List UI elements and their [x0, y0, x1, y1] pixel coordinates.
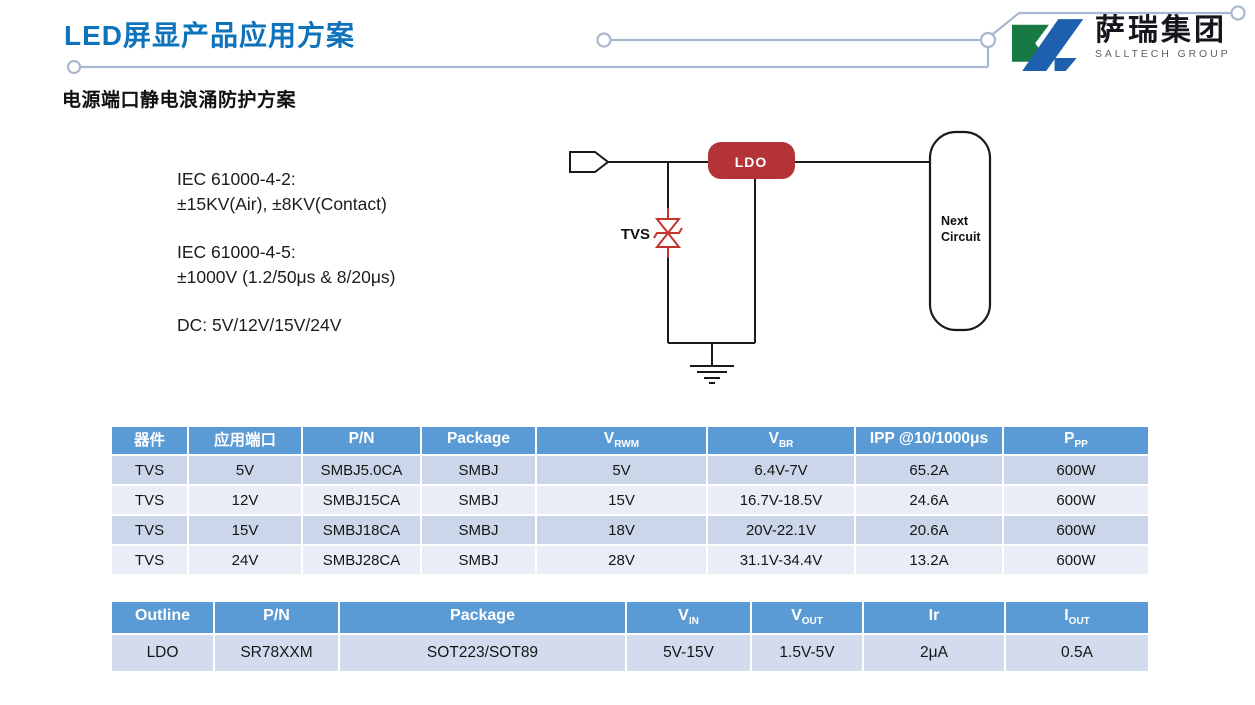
table-row: TVS 12V SMBJ15CA SMBJ 15V 16.7V-18.5V 24… — [110, 484, 1150, 516]
cell: SMBJ — [420, 484, 537, 516]
cell: 13.2A — [854, 544, 1004, 576]
cell: SOT223/SOT89 — [338, 633, 627, 673]
ldo-label: LDO — [735, 154, 768, 170]
cell: 600W — [1002, 484, 1150, 516]
next-circuit-label-line1: Next — [941, 214, 969, 228]
surge-standard-title: IEC 61000-4-5: — [177, 242, 296, 262]
cell: 5V — [187, 454, 303, 486]
cell: SMBJ15CA — [301, 484, 422, 516]
logo-company-name-en: SALLTECH GROUP — [1095, 48, 1231, 60]
cell: SR78XXM — [213, 633, 340, 673]
col-header-device: 器件 — [110, 425, 189, 456]
cell: 6.4V-7V — [706, 454, 856, 486]
cell: SMBJ18CA — [301, 514, 422, 546]
table-row: LDO SR78XXM SOT223/SOT89 5V-15V 1.5V-5V … — [110, 633, 1150, 673]
cell: SMBJ — [420, 544, 537, 576]
surge-standard-value: ±1000V (1.2/50μs & 8/20μs) — [177, 267, 396, 287]
col-header-pn: P/N — [301, 425, 422, 456]
company-logo: 萨瑞集团 SALLTECH GROUP — [1012, 16, 1231, 76]
table-row: TVS 15V SMBJ18CA SMBJ 18V 20V-22.1V 20.6… — [110, 514, 1150, 546]
next-circuit-block — [928, 130, 992, 332]
ldo-parts-table: Outline P/N Package VIN VOUT Ir IOUT LDO… — [110, 600, 1150, 673]
col-header-iout: IOUT — [1004, 600, 1150, 635]
cell: SMBJ28CA — [301, 544, 422, 576]
cell: 18V — [535, 514, 708, 546]
col-header-package: Package — [338, 600, 627, 635]
table-row: TVS 5V SMBJ5.0CA SMBJ 5V 6.4V-7V 65.2A 6… — [110, 454, 1150, 486]
table-header-row: 器件 应用端口 P/N Package VRWM VBR IPP @10/100… — [110, 425, 1150, 456]
cell: 65.2A — [854, 454, 1004, 486]
trace-node-icon — [66, 59, 82, 75]
col-header-ir: Ir — [862, 600, 1006, 635]
esd-standard-value: ±15KV(Air), ±8KV(Contact) — [177, 194, 387, 214]
cell: SMBJ5.0CA — [301, 454, 422, 486]
col-header-vbr: VBR — [706, 425, 856, 456]
cell: 15V — [535, 484, 708, 516]
cell: TVS — [110, 454, 189, 486]
cell: 28V — [535, 544, 708, 576]
cell: 20V-22.1V — [706, 514, 856, 546]
cell: 20.6A — [854, 514, 1004, 546]
ground-icon — [690, 343, 734, 384]
cell: 0.5A — [1004, 633, 1150, 673]
cell: 5V — [535, 454, 708, 486]
table-row: TVS 24V SMBJ28CA SMBJ 28V 31.1V-34.4V 13… — [110, 544, 1150, 576]
cell: 24V — [187, 544, 303, 576]
col-header-outline: Outline — [110, 600, 215, 635]
cell: 12V — [187, 484, 303, 516]
spec-text-block: IEC 61000-4-2: ±15KV(Air), ±8KV(Contact)… — [177, 167, 396, 361]
trace-node-icon — [979, 31, 997, 49]
cell: TVS — [110, 544, 189, 576]
col-header-ppp: PPP — [1002, 425, 1150, 456]
tvs-diode-icon — [653, 218, 683, 248]
table-header-row: Outline P/N Package VIN VOUT Ir IOUT — [110, 600, 1150, 635]
section-subtitle: 电源端口静电浪涌防护方案 — [62, 90, 297, 111]
tvs-label: TVS — [621, 226, 650, 243]
cell: SMBJ — [420, 454, 537, 486]
tvs-parts-table: 器件 应用端口 P/N Package VRWM VBR IPP @10/100… — [110, 425, 1150, 576]
next-circuit-label-line2: Circuit — [941, 230, 981, 244]
ldo-block — [708, 142, 795, 179]
input-connector-icon — [569, 151, 610, 173]
col-header-vin: VIN — [625, 600, 752, 635]
col-header-pn: P/N — [213, 600, 340, 635]
page-title: LED屏显产品应用方案 — [64, 20, 356, 51]
cell: LDO — [110, 633, 215, 673]
col-header-package: Package — [420, 425, 537, 456]
cell: 600W — [1002, 544, 1150, 576]
esd-standard-title: IEC 61000-4-2: — [177, 169, 296, 189]
dc-voltage-line: DC: 5V/12V/15V/24V — [177, 315, 342, 335]
col-header-ipp: IPP @10/1000μs — [854, 425, 1004, 456]
col-header-port: 应用端口 — [187, 425, 303, 456]
trace-node-icon — [596, 32, 612, 48]
cell: 16.7V-18.5V — [706, 484, 856, 516]
cell: 24.6A — [854, 484, 1004, 516]
cell: 5V-15V — [625, 633, 752, 673]
cell: 600W — [1002, 454, 1150, 486]
col-header-vrwm: VRWM — [535, 425, 708, 456]
cell: 2μA — [862, 633, 1006, 673]
header-trace-decoration — [66, 5, 1246, 75]
salltech-logo-icon — [1012, 19, 1084, 71]
protection-circuit-diagram: TVS LDO Next Circuit — [569, 130, 992, 384]
cell: TVS — [110, 484, 189, 516]
cell: 600W — [1002, 514, 1150, 546]
cell: 15V — [187, 514, 303, 546]
cell: 1.5V-5V — [750, 633, 864, 673]
cell: TVS — [110, 514, 189, 546]
col-header-vout: VOUT — [750, 600, 864, 635]
logo-company-name: 萨瑞集团 — [1095, 14, 1227, 47]
trace-node-icon — [1230, 5, 1246, 21]
cell: 31.1V-34.4V — [706, 544, 856, 576]
cell: SMBJ — [420, 514, 537, 546]
